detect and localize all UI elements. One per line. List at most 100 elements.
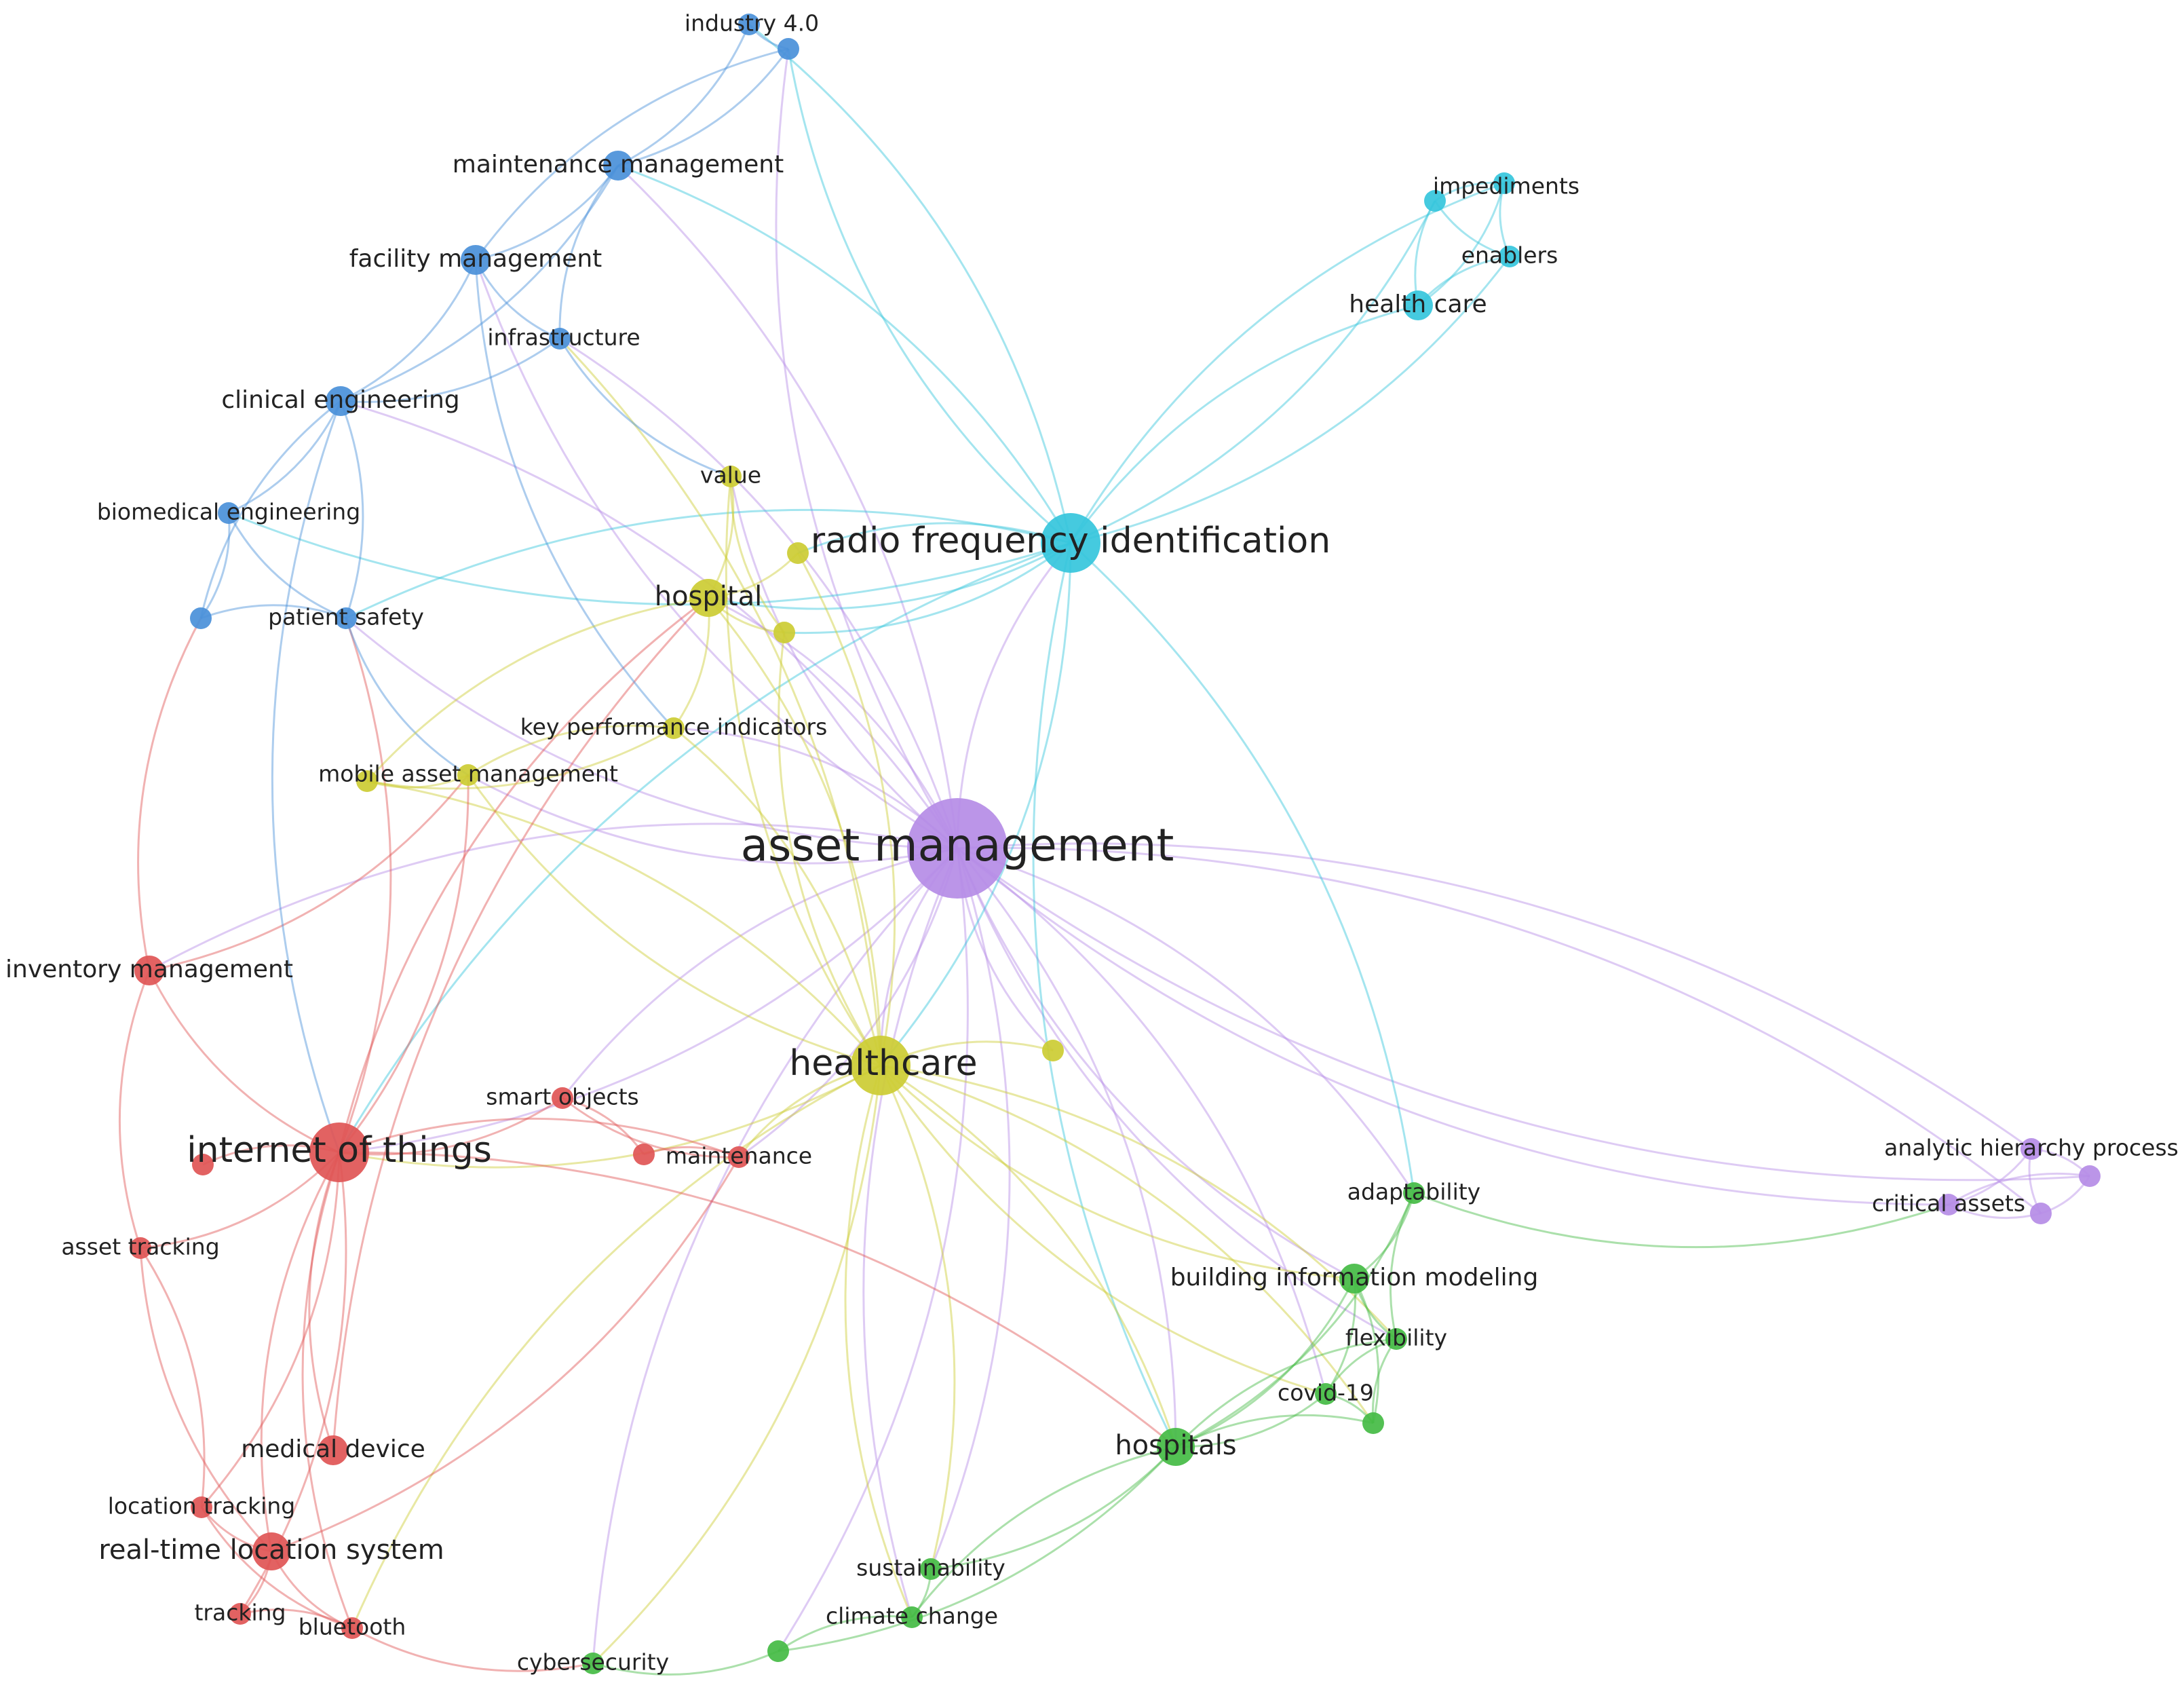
edge-blue_unlabeled-patient_safety [200,604,347,620]
edge-asset_management-covid_19 [957,847,1327,1395]
edge-hospital-yellow_c [366,597,709,782]
edge-infrastructure-value [558,338,731,478]
label-biomedical-engineering: biomedical engineering [97,499,360,525]
edge-patient_safety-mobile_asset_management [345,618,469,776]
node-purple-b[interactable] [2030,1203,2052,1224]
label-health-care: health care [1349,290,1487,318]
node-yellow-a[interactable] [787,542,809,564]
node-infrastructure[interactable] [549,328,571,350]
node-industry-4-0[interactable] [738,14,760,35]
edge-internet_of_things-hospitals [339,1151,1176,1448]
node-inventory-management[interactable] [134,956,164,985]
label-location-tracking: location tracking [108,1493,295,1520]
node-climate-change[interactable] [901,1606,923,1628]
edge-asset_management-clinical_engineering [340,400,959,849]
edge-asset_management-analytic_hierarchy_process [957,842,2032,1150]
label-key-performance-indicators: key performance indicators [520,714,828,740]
node-analytic-hierarchy-process[interactable] [2020,1138,2042,1160]
edge-location_tracking-bluetooth [200,1507,353,1629]
edge-healthcare-mobile_asset_management [467,774,881,1067]
edge-healthcare-key_performance_indicators [673,727,882,1066]
node-sustainability[interactable] [920,1558,942,1580]
label-real-time-location-system: real-time location system [98,1534,444,1566]
edge-internet_of_things-medical_device [308,1152,341,1451]
node-purple-a[interactable] [2079,1165,2101,1187]
node-key-performance-indicators[interactable] [663,717,685,739]
node-impediments-b[interactable] [1493,172,1515,194]
edge-asset_management-facility_management [474,259,958,850]
node-impediments[interactable] [1424,190,1446,212]
edge-internet_of_things-mobile_asset_management [338,774,470,1153]
node-bluetooth[interactable] [341,1617,363,1639]
edge-hospitals-green_a [1175,1414,1374,1448]
edge-biomedical_engineering-blue_unlabeled [199,512,231,619]
node-red-b[interactable] [192,1154,214,1175]
node-critical-assets[interactable] [1938,1194,1959,1215]
edge-smart_objects-red_a [562,1097,645,1155]
node-mobile-asset-management[interactable] [457,764,479,786]
edge-healthcare-covid_19 [879,1065,1326,1395]
edge-asset_management-purple_b [957,846,2042,1215]
node-blue-unlabeled[interactable] [190,607,212,629]
edge-facility_management-clinical_engineering [340,259,477,402]
node-tracking[interactable] [229,1603,251,1625]
node-red-a[interactable] [633,1144,655,1165]
node-yellow-c[interactable] [356,770,378,792]
edge-asset_management-smart_objects [561,847,958,1099]
edge-biomedical_engineering-patient_safety [227,512,347,620]
node-real-time-location-system[interactable] [252,1532,290,1570]
node-green-a[interactable] [1362,1412,1384,1434]
node-hospital[interactable] [689,579,727,617]
edge-asset_management-patient_safety [345,617,958,850]
node-value[interactable] [720,466,742,487]
edge-healthcare-value [725,476,882,1066]
edge-healthcare-flexibility [880,1064,1398,1340]
node-enablers[interactable] [1499,246,1520,267]
node-location-tracking[interactable] [191,1496,212,1518]
node-healthcare[interactable] [851,1036,911,1095]
label-adaptability: adaptability [1347,1179,1480,1205]
node-adaptability[interactable] [1403,1182,1425,1204]
node-green-b[interactable] [767,1640,789,1662]
edge-maintenance_management-facility_management [475,165,619,261]
edge-radio_frequency_identification-patient_safety [345,508,1071,620]
node-covid-19[interactable] [1315,1383,1337,1405]
edge-healthcare-yellow_a [797,552,896,1066]
node-hospitals[interactable] [1157,1428,1195,1466]
node-building-information-modeling[interactable] [1339,1264,1369,1294]
edge-healthcare-internet_of_things [339,1064,881,1169]
edge-hospitals-adaptability [1175,1192,1415,1448]
edge-healthcare-sustainability [879,1065,956,1570]
edge-radio_frequency_identification-internet_of_things [338,542,1071,1153]
node-medical-device[interactable] [318,1435,348,1465]
node-yellow-d[interactable] [1042,1040,1064,1061]
edge-key_performance_indicators-yellow_c [366,727,674,790]
edge-radio_frequency_identification-biomedical_engineering [228,512,1071,606]
node-internet-of-things[interactable] [309,1122,369,1182]
node-health-care[interactable] [1403,290,1433,320]
node-clinical-engineering[interactable] [326,386,356,416]
edge-radio_frequency_identification-impediments_b [1069,182,1505,544]
edge-radio_frequency_identification-healthcare [879,542,1072,1066]
node-maintenance-management[interactable] [603,151,633,181]
node-radio-frequency-identification[interactable] [1041,513,1100,573]
node-facility-management[interactable] [461,245,491,275]
edge-hospitals-climate_change [911,1446,1176,1618]
node-industry-4-0-b[interactable] [778,38,799,60]
edge-industry_4_0_b-maintenance_management [617,48,790,167]
edge-asset_management-building_information_modeling [956,848,1355,1280]
node-cybersecurity[interactable] [582,1653,604,1674]
label-covid-19: covid-19 [1278,1380,1374,1406]
edge-inventory_management-asset_tracking [118,970,151,1249]
node-maintenance[interactable] [728,1146,750,1168]
edge-healthcare-hospital [707,597,882,1066]
node-biomedical-engineering[interactable] [218,502,240,524]
node-asset-management[interactable] [907,798,1008,899]
node-flexibility[interactable] [1385,1328,1407,1350]
edge-critical_assets-purple_a [1948,1172,2090,1206]
node-smart-objects[interactable] [552,1087,573,1109]
node-yellow-b[interactable] [773,622,795,643]
node-asset-tracking[interactable] [130,1237,151,1259]
node-patient-safety[interactable] [335,607,357,629]
label-industry-4-0: industry 4.0 [685,10,819,37]
